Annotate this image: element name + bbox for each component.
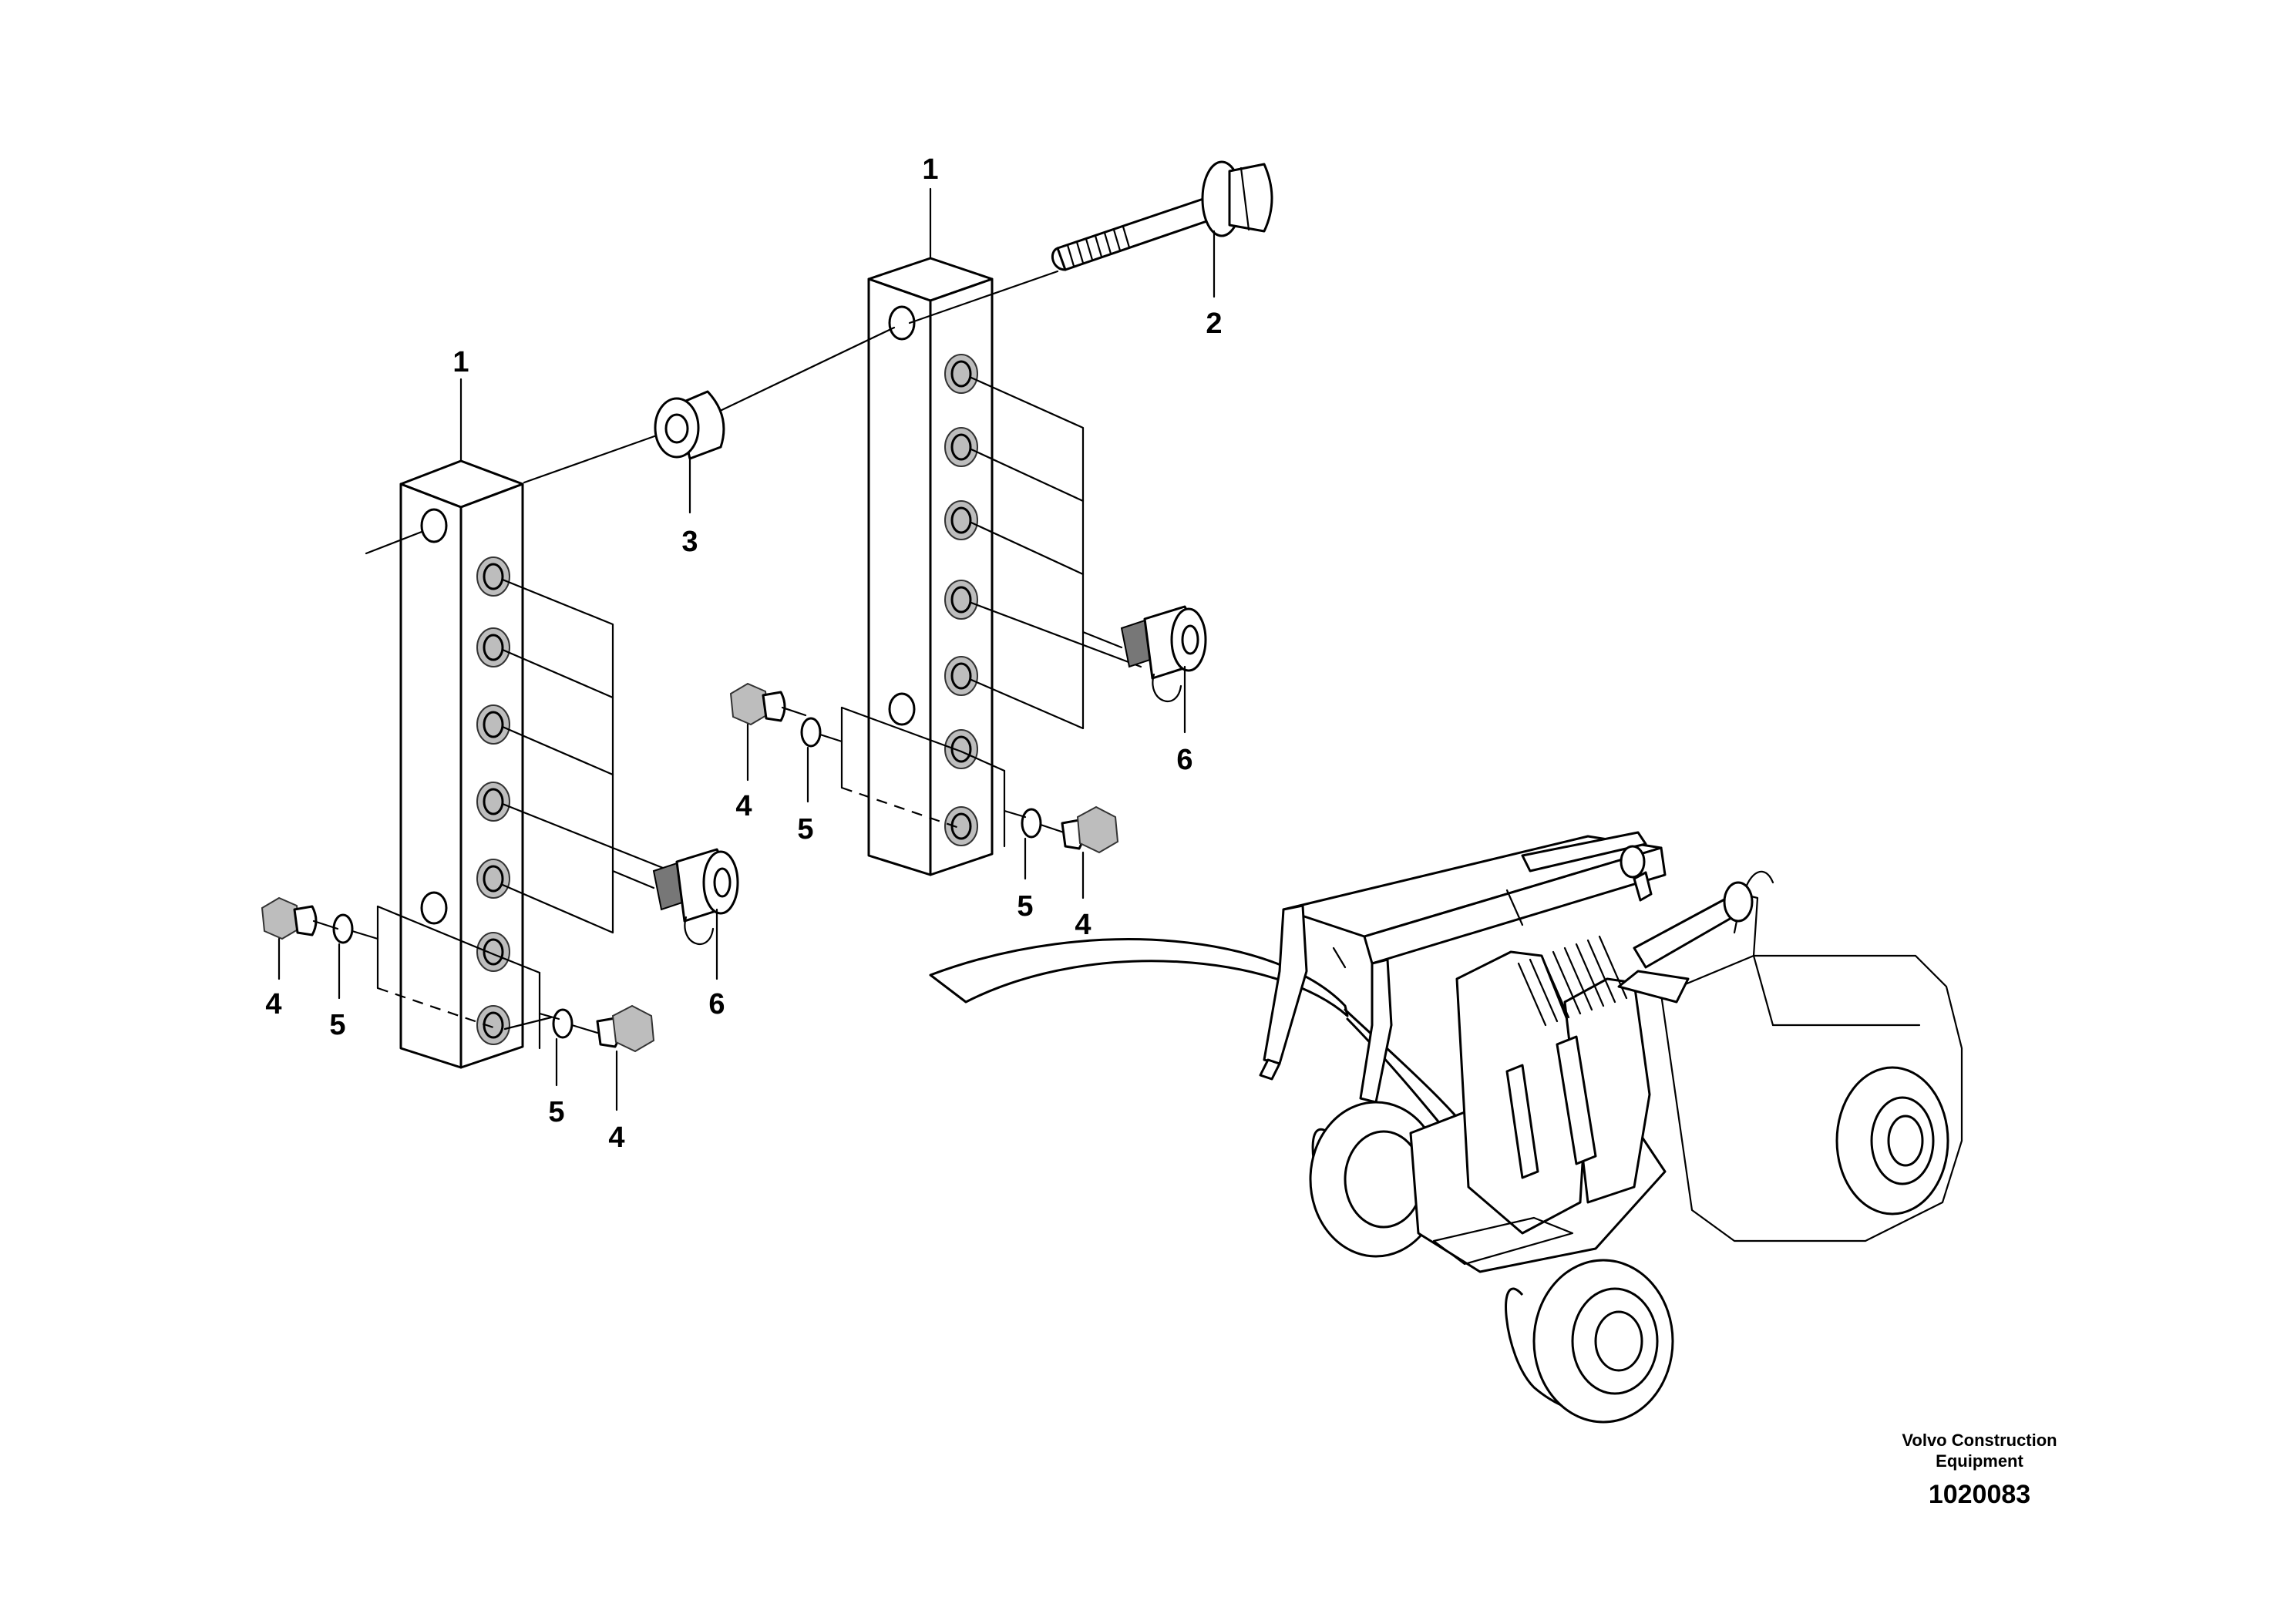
plug-mid: [729, 682, 807, 782]
threaded-ports-left: [476, 556, 510, 1045]
seal-ring-right: [1003, 808, 1065, 880]
bolt-thread: [1066, 225, 1131, 267]
callout-6-left: 6: [708, 988, 725, 1020]
manifold-block-left: [365, 459, 672, 1069]
callout-6-right: 6: [1176, 744, 1192, 776]
callout-2: 2: [1206, 308, 1222, 340]
threaded-ports-right: [944, 354, 978, 846]
figure-number: 1020083: [1929, 1480, 2030, 1509]
plug-right: [1061, 805, 1119, 899]
callout-1-left: 1: [452, 346, 469, 378]
callout-1-right: 1: [922, 153, 938, 186]
quick-coupling-left: [611, 848, 739, 980]
callout-5-right: 5: [1017, 890, 1033, 923]
plug-left: [261, 896, 339, 980]
seal-ring-left: [332, 913, 379, 1000]
company-name-line2: Equipment: [1936, 1451, 2023, 1471]
callout-5-lower: 5: [548, 1096, 564, 1128]
plug-lower: [596, 1004, 655, 1111]
callout-4-right: 4: [1075, 909, 1091, 941]
spacer-sleeve: [523, 326, 896, 514]
callout-5-mid: 5: [797, 813, 813, 846]
machine-overview: [1259, 831, 1963, 1424]
company-name-line1: Volvo Construction: [1902, 1431, 2057, 1450]
callout-4-left: 4: [265, 988, 281, 1020]
callout-4-lower: 4: [608, 1121, 624, 1154]
callout-5-left: 5: [329, 1009, 345, 1041]
hose-bundle: [1517, 935, 1628, 1027]
callout-3: 3: [681, 526, 698, 558]
seal-ring-lower: [538, 1008, 599, 1087]
callout-4-mid: 4: [735, 790, 752, 822]
manifold-block-right: [840, 257, 1142, 876]
bolt: [908, 160, 1273, 324]
seal-ring-mid: [800, 717, 843, 803]
quick-coupling-right: [1081, 605, 1207, 734]
